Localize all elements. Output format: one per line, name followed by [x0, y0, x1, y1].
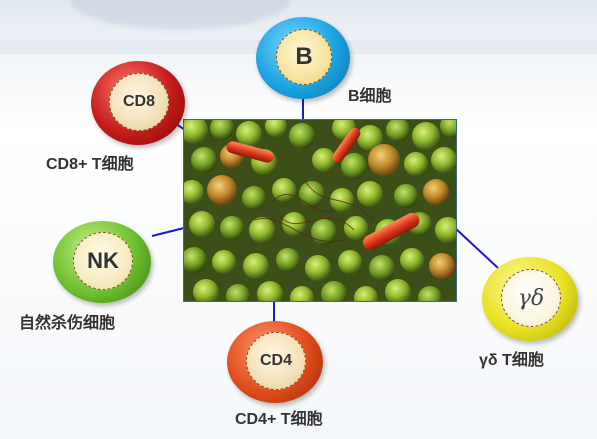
cd8-cell-label: CD8	[122, 93, 155, 110]
b-cell-caption: B细胞	[348, 88, 392, 105]
gamma-delta-cell-caption: γδ T细胞	[479, 352, 544, 369]
bacteria-microscopy-image	[183, 119, 457, 302]
gamma-delta-cell: γδ	[482, 257, 578, 341]
cd4-cell-label: CD4	[259, 352, 292, 369]
b-cell-label: B	[295, 43, 313, 70]
connector-nk	[151, 227, 185, 237]
cd4-cell-nucleus: CD4	[246, 332, 306, 390]
nk-cell-label: NK	[87, 248, 119, 273]
cd8-cell-caption: CD8+ T细胞	[46, 156, 134, 173]
cd4-cell: CD4	[227, 321, 323, 403]
cd4-cell-caption: CD4+ T细胞	[235, 411, 323, 428]
nk-cell: NK	[53, 221, 151, 303]
b-cell: B	[256, 17, 350, 99]
bacteria-illustration	[184, 120, 456, 301]
gamma-delta-cell-label: γδ	[517, 285, 545, 311]
b-cell-nucleus: B	[276, 29, 332, 85]
nk-cell-nucleus: NK	[73, 232, 133, 290]
nk-cell-caption: 自然杀伤细胞	[19, 315, 116, 332]
gamma-delta-cell-nucleus: γδ	[501, 269, 561, 327]
connector-gd	[454, 227, 499, 269]
cd8-cell: CD8	[91, 61, 185, 145]
cd8-cell-nucleus: CD8	[109, 73, 169, 131]
